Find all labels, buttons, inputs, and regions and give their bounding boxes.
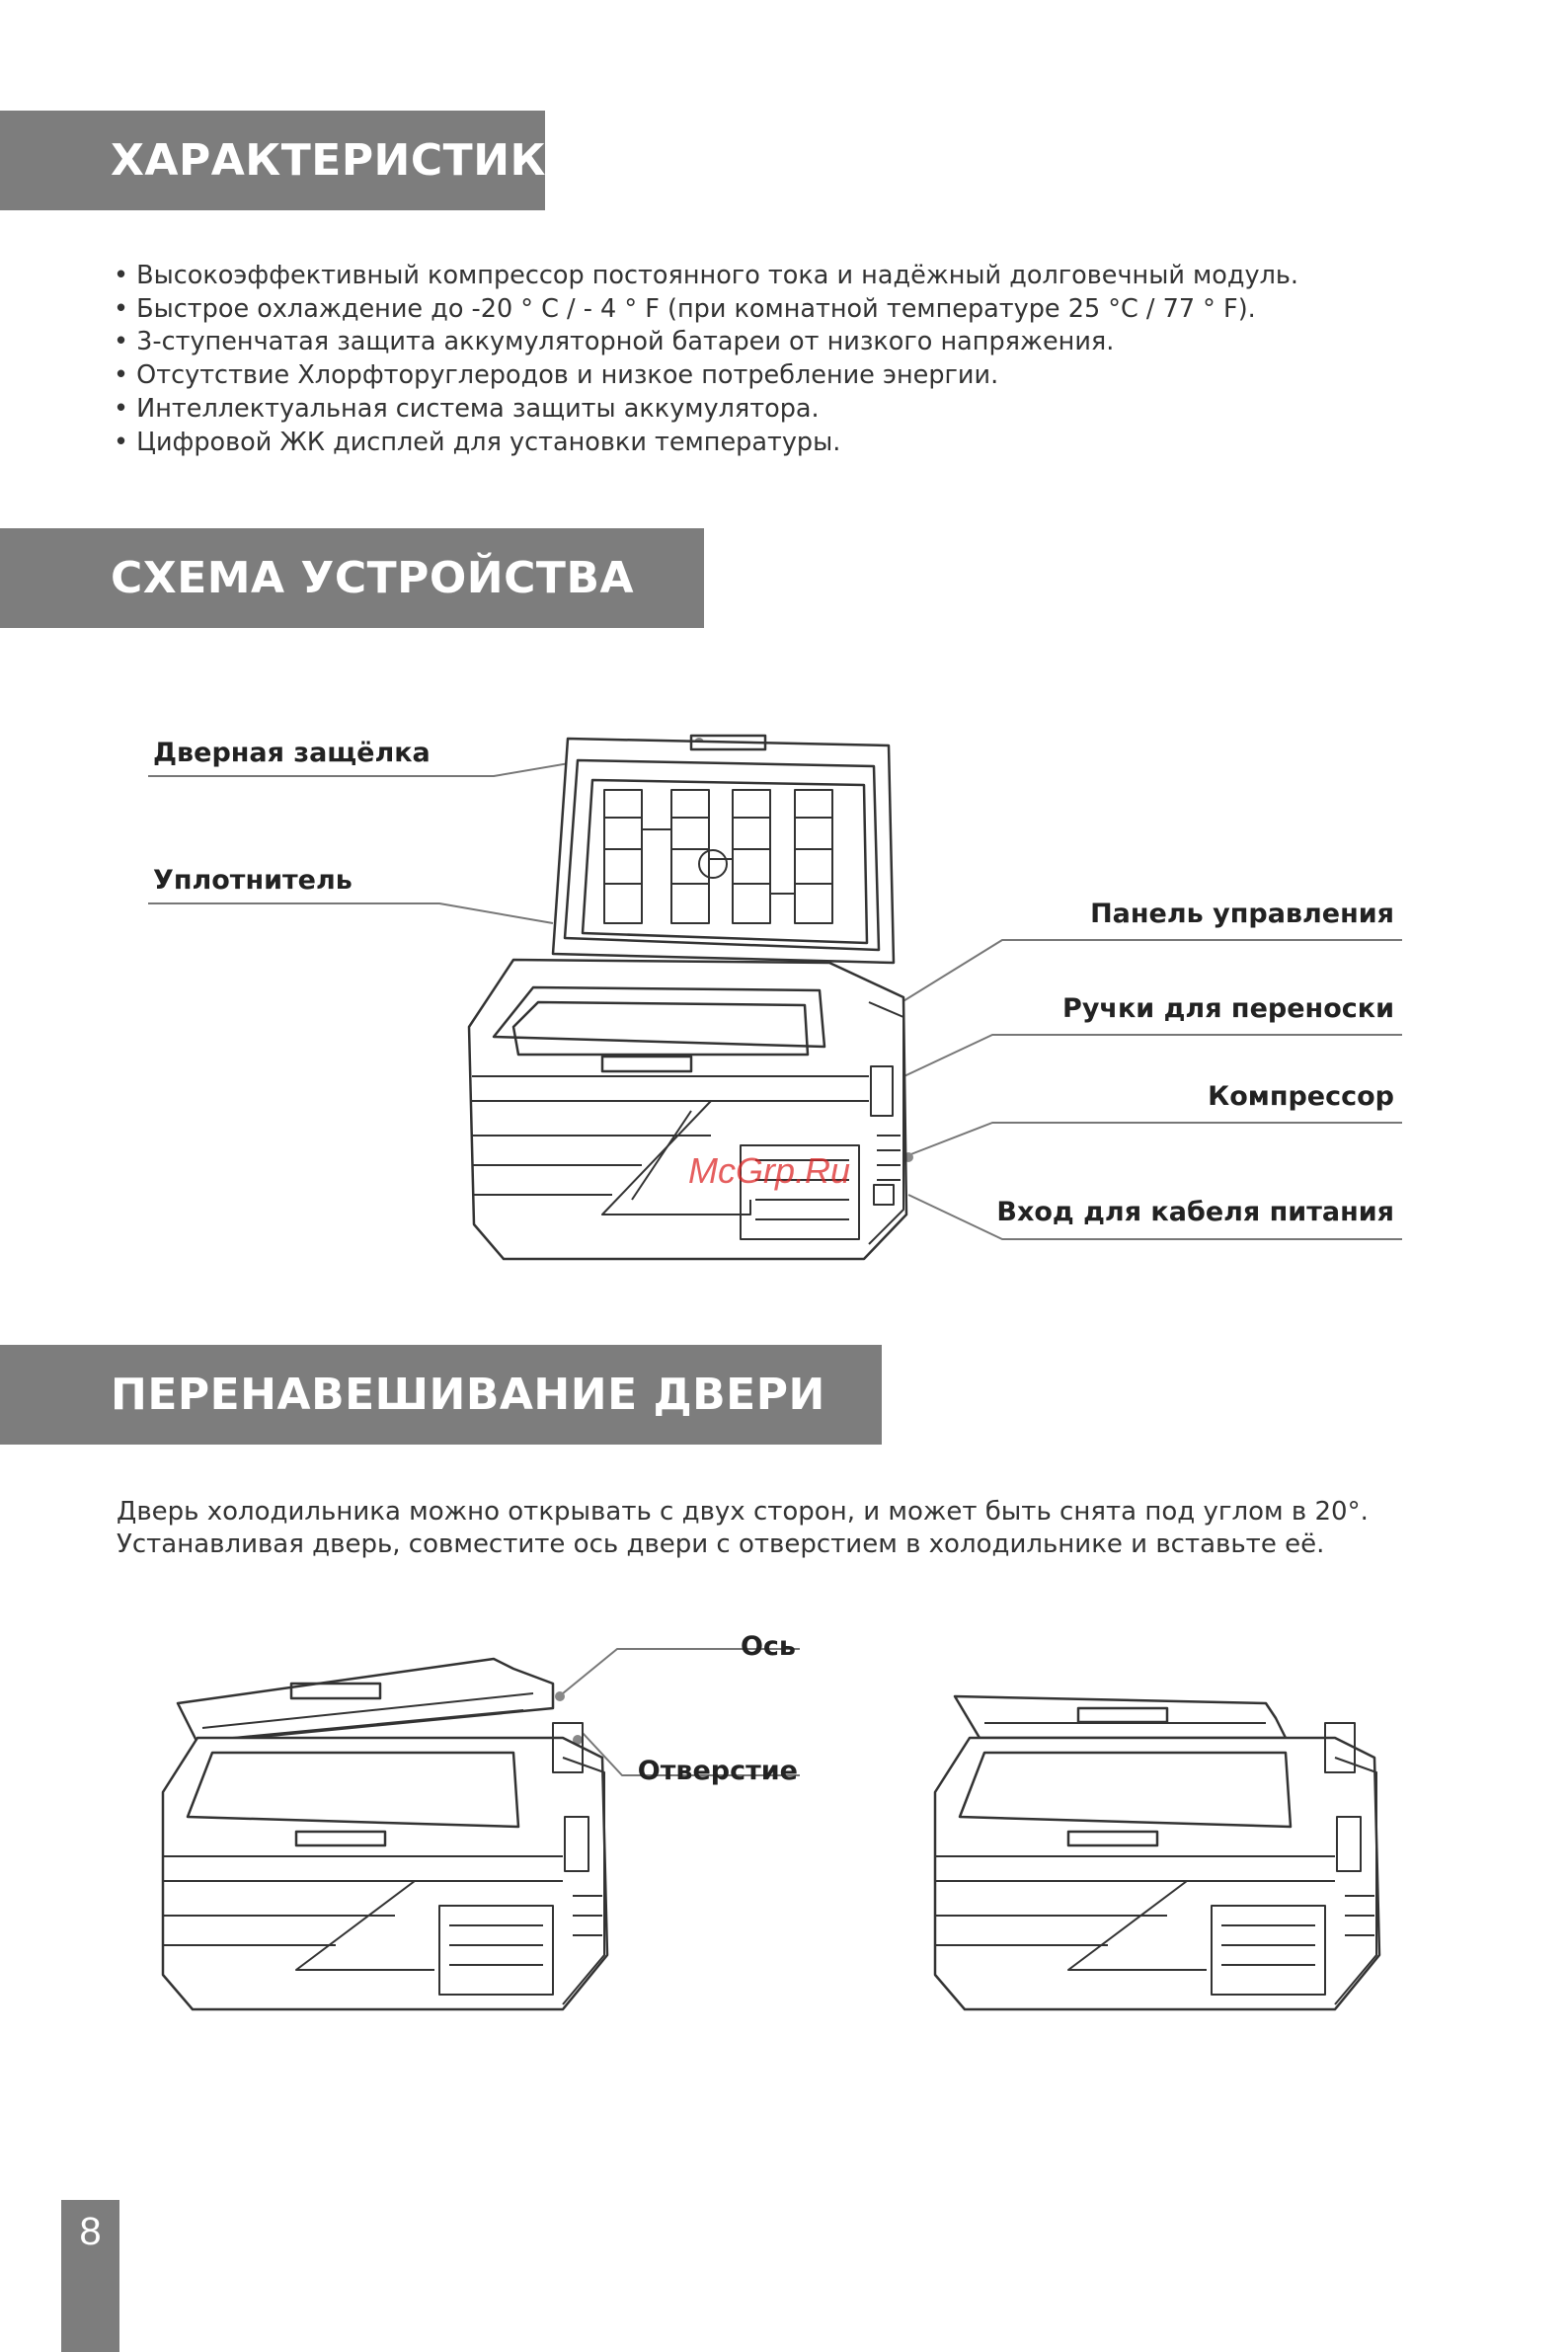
label-door-latch: Дверная защёлка: [153, 738, 431, 768]
list-item: Цифровой ЖК дисплей для установки темпер…: [114, 427, 1298, 460]
paragraph-line: Дверь холодильника можно открывать с дву…: [117, 1497, 1369, 1527]
page-number: 8: [79, 2210, 102, 2253]
label-seal: Уплотнитель: [153, 865, 353, 896]
section-title-diagram: СХЕМА УСТРОЙСТВА: [0, 528, 704, 628]
list-item: Отсутствие Хлорфторуглеродов и низкое по…: [114, 359, 1298, 393]
label-control-panel: Панель управления: [1090, 899, 1394, 929]
label-hole: Отверстие: [637, 1756, 798, 1786]
features-list: Высокоэффективный компрессор постоянного…: [114, 260, 1298, 459]
paragraph-line: Устанавливая дверь, совместите ось двери…: [117, 1529, 1325, 1559]
fridge-diagram: [148, 734, 1402, 1261]
label-power-input: Вход для кабеля питания: [996, 1197, 1394, 1227]
page-number-tab: 8: [61, 2200, 119, 2352]
list-item: 3-ступенчатая защита аккумуляторной бата…: [114, 326, 1298, 359]
list-item: Интеллектуальная система защиты аккумуля…: [114, 393, 1298, 427]
label-axis: Ось: [740, 1631, 796, 1662]
list-item: Высокоэффективный компрессор постоянного…: [114, 260, 1298, 293]
list-item: Быстрое охлаждение до -20 ° C / - 4 ° F …: [114, 293, 1298, 327]
door-diagram: [0, 1629, 1568, 2074]
label-handles: Ручки для переноски: [1062, 993, 1394, 1024]
door-paragraph: Дверь холодильника можно открывать с дву…: [117, 1496, 1369, 1561]
section-title-features: ХАРАКТЕРИСТИКИ: [0, 111, 583, 210]
watermark: McGrp.Ru: [688, 1150, 851, 1191]
section-title-door: ПЕРЕНАВЕШИВАНИЕ ДВЕРИ: [0, 1345, 882, 1445]
label-compressor: Компрессор: [1208, 1081, 1394, 1112]
